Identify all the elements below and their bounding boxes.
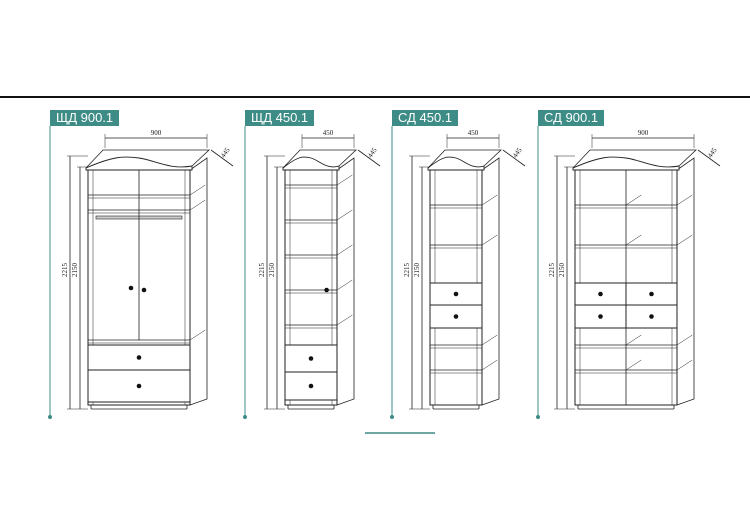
top-crown-top xyxy=(427,149,503,169)
drawer xyxy=(284,344,338,373)
dimension-depth xyxy=(210,149,234,167)
dimension-height-body-label: 2150 xyxy=(558,263,566,278)
shelf-edge xyxy=(336,244,353,256)
knob xyxy=(598,291,603,297)
accent-dot xyxy=(243,415,247,419)
shelf-edge xyxy=(189,329,206,341)
dimension-height-total-label: 2215 xyxy=(403,263,411,278)
knob xyxy=(453,314,459,319)
knob xyxy=(453,291,459,297)
dimension-depth-label: 445 xyxy=(219,146,232,160)
top-crown xyxy=(85,156,193,171)
knob xyxy=(128,285,134,291)
dimension-height-body-label: 2150 xyxy=(71,263,79,278)
dimension-width-label: 900 xyxy=(638,129,649,137)
knob xyxy=(324,287,329,293)
shelf-edge xyxy=(336,209,353,221)
dimension-height-body-label: 2150 xyxy=(268,263,276,278)
knob xyxy=(598,314,603,319)
shelf-edge xyxy=(625,334,642,346)
model-label: СД 900.1 xyxy=(538,110,605,126)
shelf-edge xyxy=(336,174,353,186)
shelf-edge xyxy=(481,194,498,206)
cabinet-side xyxy=(336,157,355,406)
model-label: СД 450.1 xyxy=(392,110,459,126)
cabinet-side xyxy=(481,157,500,406)
model-label: ЩД 450.1 xyxy=(245,110,315,126)
shelf-edge xyxy=(189,184,206,196)
dimension-width-label: 900 xyxy=(151,129,162,137)
dimension-depth-label: 445 xyxy=(366,146,379,160)
divider-line xyxy=(0,96,750,98)
knob xyxy=(308,356,314,361)
dimension-depth xyxy=(357,149,381,167)
shelf-edge xyxy=(625,234,642,246)
dimension-height-total-label: 2215 xyxy=(258,263,266,278)
shelf-edge xyxy=(481,359,498,371)
knob xyxy=(136,355,142,360)
shelf-edge xyxy=(625,359,642,371)
accent-dot xyxy=(48,415,52,419)
top-crown xyxy=(427,156,485,171)
shelf-edge xyxy=(625,194,642,206)
shelf-edge xyxy=(676,234,693,246)
shelf-edge xyxy=(481,234,498,246)
dimension-height-total-label: 2215 xyxy=(548,263,556,278)
shelf-edge xyxy=(676,194,693,206)
dimension-width-label: 450 xyxy=(323,129,334,137)
knob xyxy=(649,291,654,297)
accent-dot xyxy=(536,415,540,419)
shelf-edge xyxy=(189,199,206,211)
top-crown xyxy=(282,156,340,171)
shelf-edge xyxy=(481,334,498,346)
top-crown-top xyxy=(572,149,698,169)
dimension-height-body-label: 2150 xyxy=(413,263,421,278)
model-label: ЩД 900.1 xyxy=(50,110,120,126)
knob xyxy=(136,383,142,389)
shelf-edge xyxy=(336,279,353,291)
dimension-height-total-label: 2215 xyxy=(61,263,69,278)
shelf-edge xyxy=(676,334,693,346)
dimension-width-label: 450 xyxy=(468,129,479,137)
cabinet-side xyxy=(676,157,695,406)
dimension-depth xyxy=(502,149,526,167)
knob xyxy=(649,314,654,319)
shelf-edge xyxy=(336,314,353,326)
knob xyxy=(308,383,314,389)
top-crown xyxy=(572,156,680,171)
cabinet-side xyxy=(189,157,208,406)
accent-dot xyxy=(390,415,394,419)
dimension-depth xyxy=(697,149,721,167)
shelf-edge xyxy=(676,359,693,371)
dimension-depth-label: 445 xyxy=(511,146,524,160)
dimension-depth-label: 445 xyxy=(706,146,719,160)
knob xyxy=(141,287,147,293)
top-crown-top xyxy=(85,149,211,169)
top-crown-top xyxy=(282,149,358,169)
